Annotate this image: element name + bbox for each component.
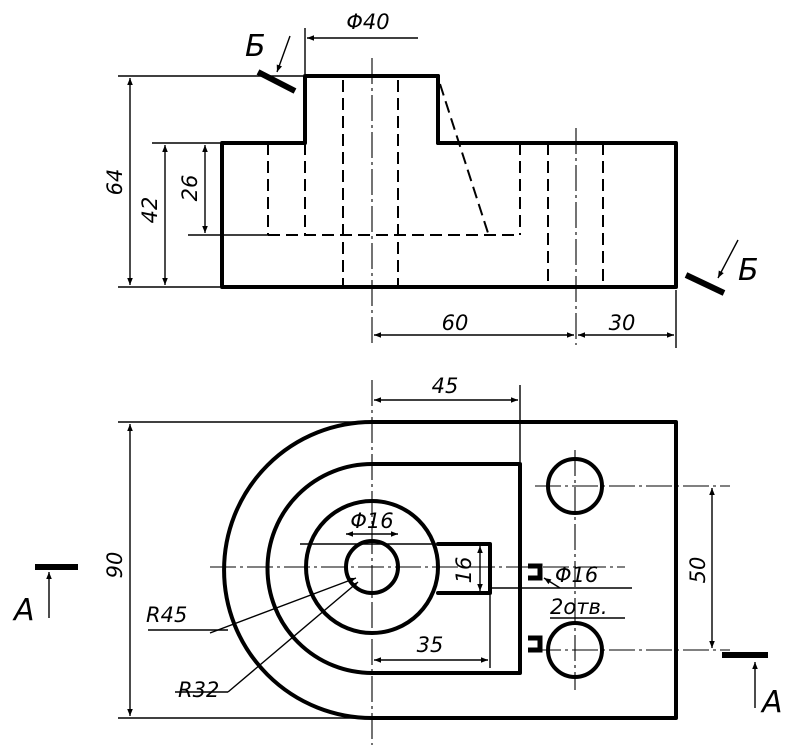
leader-r32-arrow — [227, 581, 359, 693]
dim-26: 26 — [178, 175, 202, 202]
section-a-left-label: A — [12, 593, 35, 628]
dim-r32: R32 — [178, 678, 219, 702]
dim-2otv: 2отв. — [550, 595, 608, 619]
dim-phi16-side: Φ16 — [555, 563, 598, 587]
top-inner-outline — [265, 462, 522, 675]
dim-arrow-phi16-side — [543, 577, 561, 589]
section-b-top-arrow — [276, 35, 291, 73]
section-b-top-label: Б — [245, 29, 266, 64]
dim-phi40: Φ40 — [346, 10, 389, 34]
leader-r45-arrow — [209, 577, 357, 634]
dim-50: 50 — [686, 557, 710, 584]
section-b-bottom-arrow — [717, 239, 739, 279]
dim-35: 35 — [417, 633, 444, 657]
dim-45: 45 — [432, 374, 459, 398]
top-outer-outline — [222, 420, 678, 720]
section-b-bottom-label: Б — [738, 253, 759, 288]
dim-42: 42 — [138, 197, 162, 224]
hidden-slant — [439, 83, 489, 234]
dim-r45: R45 — [146, 603, 187, 627]
section-a-step-top — [528, 563, 543, 581]
dim-64: 64 — [103, 169, 127, 196]
dim-60: 60 — [442, 311, 469, 335]
dim-30: 30 — [609, 311, 636, 335]
top-view: 90 45 Φ16 16 50 Φ16 2отв. 35 R45 R32 A A — [12, 374, 783, 745]
front-view: 64 42 26 60 30 Φ40 Б Б — [103, 10, 759, 348]
section-b-bottom-mark — [684, 272, 726, 296]
slot-outline — [436, 542, 492, 595]
dim-90: 90 — [103, 552, 127, 579]
dim-phi16-hole: Φ16 — [350, 509, 393, 533]
dim-slot16: 16 — [452, 557, 476, 584]
section-a-step-bottom — [528, 635, 543, 653]
section-b-top-mark — [256, 69, 297, 94]
section-a-right-label: A — [760, 685, 783, 720]
front-outline — [220, 74, 678, 289]
